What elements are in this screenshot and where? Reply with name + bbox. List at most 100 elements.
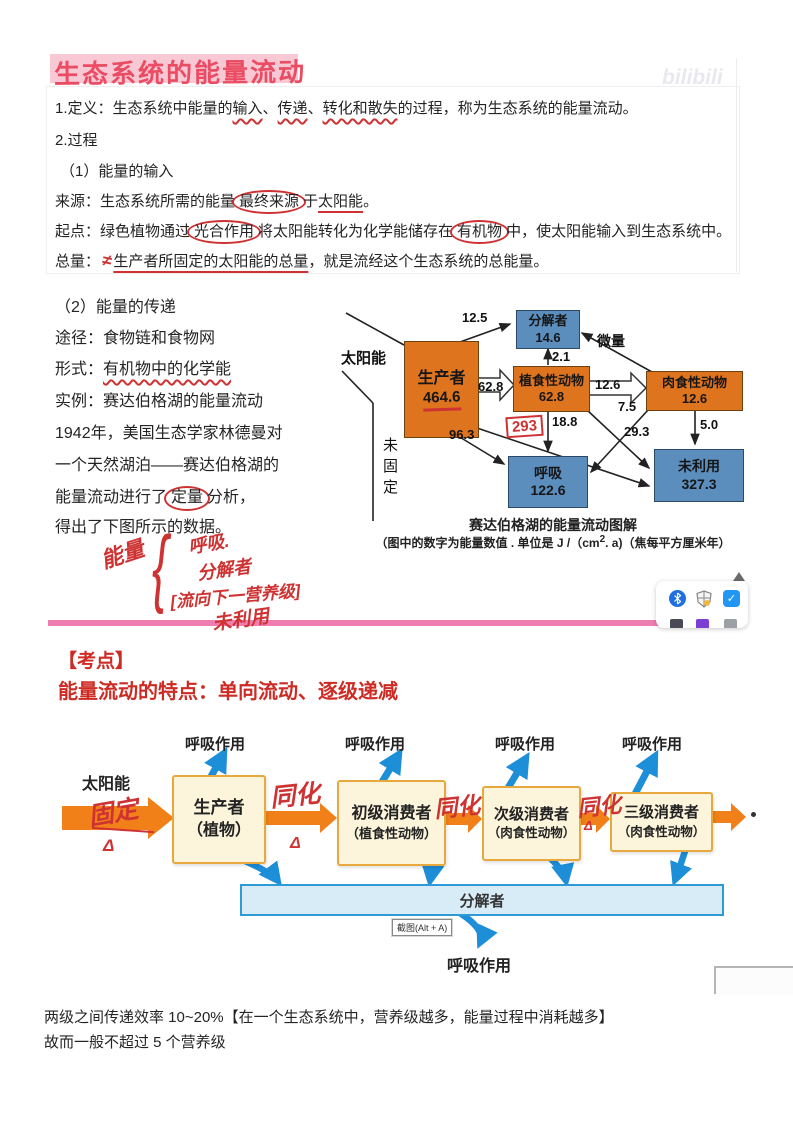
stage-sublabel: （植物） [186,822,251,840]
bilibili-watermark: bilibili [662,66,723,89]
tray-popup: ✓ [656,581,748,628]
bluetooth-icon[interactable] [669,590,686,607]
tray-app-icon-2[interactable] [696,619,709,628]
stage-sublabel: （植食性动物） [345,826,437,842]
process-heading: 2.过程 [55,132,98,149]
carnivore-label: 肉食性动物 [661,374,727,390]
exam-tag: 【考点】 [58,651,135,672]
source-text: 。 [363,193,379,210]
pathway-label: 途径： [55,330,104,347]
hand-assimilation-3: 同化 [575,791,623,822]
producer-value: 464.6 [422,387,461,412]
chemical-energy-keyword: 有机物中的化学能 [103,361,232,378]
unused-value: 327.3 [681,475,717,492]
flow-herbivore-carnivore: 12.6 [595,377,621,392]
hand-energy-label: 能量 [97,535,148,574]
messenger-check-icon[interactable]: ✓ [723,590,740,607]
separator: 、 [262,100,278,117]
lake-caption-title: 赛达伯格湖的能量流动图解 [469,517,637,533]
respiration-arrows [204,746,659,796]
pathway-line: 途径：食物链和食物网 [55,324,215,348]
history-text: 能量流动进行了 [55,489,168,506]
stage-sublabel: （肉食性动物） [617,824,706,839]
unused-box: 未利用 327.3 [654,449,744,502]
total-line: 总量：≠生产者所固定的太阳能的总量，就是流经这个生态系统的总能量。 [55,250,548,271]
energy-input-heading: （1）能量的输入 [60,163,174,180]
hand-delta-1: Δ [103,836,115,855]
start-text: 中，使太阳能输入到生态系统中。 [506,223,732,240]
caption-superscript: 2 [599,534,606,545]
definition-block-frame [46,86,740,274]
respiration-label-bottom: 呼吸作用 [447,958,512,975]
tray-app-icon-1[interactable] [670,619,683,628]
flow-carnivore-decomposer: 微量 [597,333,625,349]
stage-label: 三级消费者 [623,804,699,822]
decomposer-value: 14.6 [535,329,561,345]
respiration-value: 122.6 [530,482,566,498]
respiration-label: 呼吸 [534,464,562,481]
separator: 、 [307,100,323,117]
circled-ultimate-source: 最终来源 [232,190,307,214]
herbivore-box: 植食性动物 62.8 [513,366,590,412]
form-line: 形式：有机物中的化学能 [55,355,231,379]
flow-producer-herbivore: 62.8 [478,379,504,394]
stage-label: 初级消费者 [351,805,432,823]
keyword-input: 输入 [232,100,263,117]
flow-herbivore-decomposer: 2.1 [552,349,571,364]
chain-sun-label: 太阳能 [82,776,131,793]
hand-brace: { [152,519,168,615]
tray-popup-pointer [733,572,745,581]
example-value: 赛达伯格湖的能量流动 [103,393,264,410]
respiration-label-1: 呼吸作用 [185,736,246,753]
history-text: 分析， [207,489,256,506]
history-line-4: 得出了下图所示的数据。 [55,519,232,536]
chain-continuation-dot [751,812,756,817]
producer-label: 生产者 [417,369,466,387]
flow-producer-decomposer: 12.5 [462,310,488,325]
stage-label: 生产者 [193,798,245,818]
example-line: 实例：赛达伯格湖的能量流动 [55,387,263,411]
flow-producer-respiration: 96.3 [449,427,475,442]
history-line-2: 一个天然湖泊——赛达伯格湖的 [55,457,280,474]
unused-label: 未利用 [678,458,720,474]
start-text: 将太阳能转化为化学能储存在 [258,223,454,240]
stage-tertiary-consumer-box: 三级消费者 （肉食性动物） [610,792,713,852]
herbivore-value: 62.8 [538,389,565,404]
producer-box: 生产者 464.6 [404,341,479,438]
flow-carnivore-respiration: 7.5 [618,399,637,414]
stage-sublabel: （肉食性动物） [487,826,576,841]
definition-text: 1.定义：生态系统中能量的 [55,100,233,117]
ui-fragment [714,966,793,994]
source-text: 来源：生态系统所需的能量 [55,193,236,210]
hollow-flow-arrows [476,368,648,405]
start-line: 起点：绿色植物通过光合作用将太阳能转化为化学能储存在有机物中，使太阳能输入到生态… [55,220,732,244]
tray-app-icon-3[interactable] [724,619,737,628]
total-label: 总量： [55,253,101,270]
stage-primary-consumer-box: 初级消费者 （植食性动物） [337,780,446,866]
flow-herbivore-unused: 29.3 [624,424,650,439]
sun-label: 太阳能 [341,350,387,367]
flow-herbivore-respiration: 18.8 [552,414,578,429]
hand-assimilation-1: 同化 [268,779,322,813]
lake-diagram-arrows [341,312,700,521]
underlined-fixed-solar-total: 生产者所固定的太阳能的总量 [113,253,309,270]
footer-line-2: 故而一般不超过 5 个营养级 [44,1034,226,1051]
start-text: 起点：绿色植物通过 [55,223,191,240]
hand-correction-mark: ≠ [100,250,114,271]
form-label: 形式： [55,361,104,378]
energy-flow-arrows [62,797,746,839]
respiration-label-3: 呼吸作用 [495,736,556,753]
pathway-value: 食物链和食物网 [103,330,216,347]
check-glyph: ✓ [726,593,737,605]
respiration-box: 呼吸 122.6 [508,456,588,508]
hand-assimilation-2: 同化 [432,791,482,823]
exam-point: 能量流动的特点：单向流动、逐级递减 [58,681,398,703]
panel-divider-line [736,58,737,272]
energy-transfer-heading: （2）能量的传递 [55,299,176,316]
source-text: 于 [303,193,319,210]
carnivore-box: 肉食性动物 12.6 [646,371,743,411]
security-shield-icon[interactable] [695,589,713,608]
decomposer-label: 分解者 [528,313,568,329]
underlined-solar-energy: 太阳能 [318,193,364,210]
